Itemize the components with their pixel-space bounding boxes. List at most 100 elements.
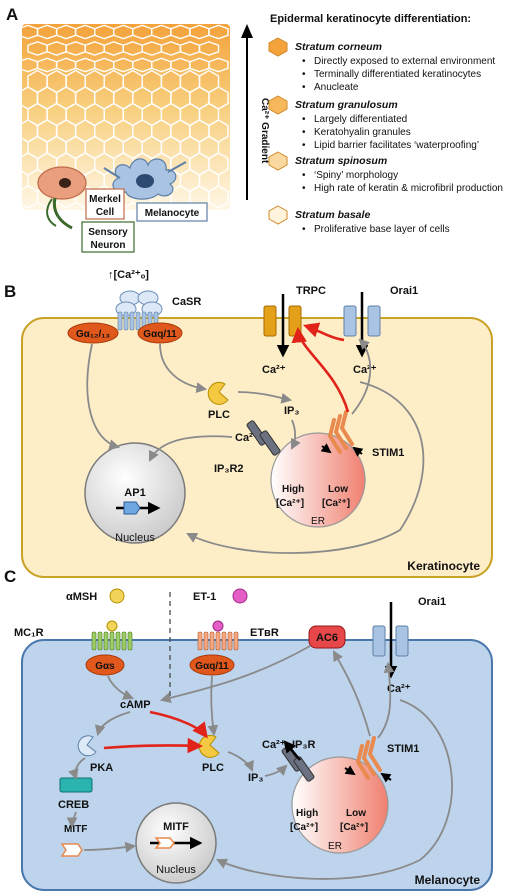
mitf-cyto-glyph: [60, 843, 83, 857]
panel-b-label: B: [4, 282, 16, 301]
g1213-label: Gα₁₂/₁₃: [76, 329, 110, 340]
layer-icon: [268, 205, 288, 225]
ip3-label-c: IP₃: [248, 772, 263, 784]
layer-bullet-text: Proliferative base layer of cells: [314, 224, 450, 235]
stim1-label-c: STIM1: [387, 743, 419, 755]
ca-orai-label-b: Ca²⁺: [353, 364, 377, 376]
er-c: [291, 756, 389, 854]
layer-name: Stratum basale: [295, 209, 370, 221]
casr-label: CaSR: [172, 296, 201, 308]
melanocyte-cell-label: Melanocyte: [415, 873, 481, 887]
et1-label: ET-1: [193, 591, 216, 603]
g-alpha-q11-c: Gαq/11: [189, 654, 235, 676]
orai1-channel-c: [372, 602, 409, 679]
plc-label-c: PLC: [202, 762, 224, 774]
ca-low-label-b: [Ca²⁺]: [322, 498, 350, 509]
keratinocyte-cell: [21, 317, 493, 578]
ip3r-label: IP₃R: [292, 739, 315, 751]
high-label-c: High: [296, 808, 318, 819]
transmembrane-helix: [227, 631, 233, 651]
layer-bullet-text: Directly exposed to external environment: [314, 56, 495, 67]
layer-bullet-text: Terminally differentiated keratinocytes: [314, 69, 481, 80]
ca-trpc-label: Ca²⁺: [262, 364, 286, 376]
ca-orai-label-c: Ca²⁺: [387, 683, 411, 695]
ip3r-channel: [281, 740, 315, 782]
sensory-neuron-label-box: Sensory Neuron: [81, 221, 135, 253]
keratinocyte-cell-outline: [198, 41, 220, 56]
nucleus-c: [135, 802, 217, 884]
transmembrane-helix: [109, 631, 115, 651]
gq11-label-c: Gαq/11: [195, 661, 229, 672]
layer-icon: [268, 37, 288, 57]
transmembrane-helix: [115, 631, 121, 651]
ca-high-label-c: [Ca²⁺]: [290, 822, 318, 833]
layer-bullet-text: High rate of keratin & microfibril produ…: [314, 183, 503, 194]
ca-er-label-b: Ca²⁺: [235, 432, 259, 444]
er-label-c: ER: [328, 841, 342, 852]
ac6-label: AC6: [316, 632, 338, 644]
panel-c-label: C: [4, 567, 16, 586]
transmembrane-helix: [117, 311, 123, 331]
layer-icon: [268, 95, 288, 115]
ca-er-label-c: Ca²⁺: [262, 739, 286, 751]
transmembrane-helix: [221, 631, 227, 651]
panel-b-arrows: [86, 322, 425, 554]
mitf-cyto-label: MITF: [64, 824, 87, 835]
transmembrane-helix: [121, 631, 127, 651]
melanocyte-illustration: [103, 158, 187, 200]
transmembrane-helix: [197, 631, 203, 651]
transmembrane-helix: [215, 631, 221, 651]
orai1-label-c: Orai1: [418, 596, 446, 608]
transmembrane-helix: [203, 631, 209, 651]
plc-enzyme-b: [207, 381, 229, 405]
trpc-label: TRPC: [296, 285, 326, 297]
keratinocyte-cell-outline: [208, 57, 229, 73]
layer-bullet-text: ‘Spiny’ morphology: [314, 170, 398, 181]
casr-receptor: [115, 290, 163, 331]
neuron-label-line1: Sensory: [88, 227, 128, 238]
panel-c-arrows: [66, 645, 453, 880]
transmembrane-helix: [103, 631, 109, 651]
layer-bullet-dot: •: [302, 170, 306, 181]
layer-bullet-dot: •: [302, 114, 306, 125]
layer-bullet-text: Lipid barrier facilitates ‘waterproofing…: [314, 140, 479, 151]
amsh-label: αMSH: [66, 591, 97, 603]
layer-bullet-text: Anucleate: [314, 82, 359, 93]
layer-bullet-text: Keratohyalin granules: [314, 127, 411, 138]
panel-a-label: A: [6, 5, 18, 24]
melanocyte-label-box: Melanocyte: [136, 202, 208, 222]
transmembrane-helix: [127, 631, 133, 651]
transmembrane-helix: [97, 631, 103, 651]
camp-label: cAMP: [120, 699, 151, 711]
plc-label-b: PLC: [208, 409, 230, 421]
ap1-label: AP1: [124, 487, 145, 499]
layer-bullet-dot: •: [302, 183, 306, 194]
layer-bullet-dot: •: [302, 224, 306, 235]
merkel-cell-illustration: [37, 166, 87, 230]
ca-extracellular-label: ↑[Ca²⁺ₒ]: [108, 269, 149, 281]
nucleus-label-c: Nucleus: [156, 864, 196, 876]
ip3-label-b: IP₃: [284, 405, 299, 417]
orai1-channel-b: [343, 292, 381, 358]
layer-bullet-dot: •: [302, 82, 306, 93]
bound-amsh: [106, 620, 118, 632]
mc1r-receptor: [91, 620, 133, 651]
merkel-cell-label-box: Merkel Cell: [85, 188, 125, 220]
layer-name: Stratum spinosum: [295, 155, 387, 167]
layer-bullet-dot: •: [302, 140, 306, 151]
epidermis-illustration: [17, 24, 230, 210]
transmembrane-helix: [233, 631, 239, 651]
creb-box: [59, 777, 93, 793]
layer-bullet-dot: •: [302, 56, 306, 67]
gs-label: Gαs: [95, 661, 115, 672]
legend-title: Epidermal keratinocyte differentiation:: [270, 13, 471, 25]
stim1-b: [320, 410, 364, 457]
transmembrane-helix: [135, 311, 141, 331]
mitf-nuc-label: MITF: [163, 821, 189, 833]
stim1-c: [344, 736, 392, 783]
g-alpha-s: Gαs: [85, 654, 125, 676]
layer-name: Stratum granulosum: [295, 99, 398, 111]
merkel-label-line2: Cell: [96, 207, 115, 218]
creb-label: CREB: [58, 799, 89, 811]
